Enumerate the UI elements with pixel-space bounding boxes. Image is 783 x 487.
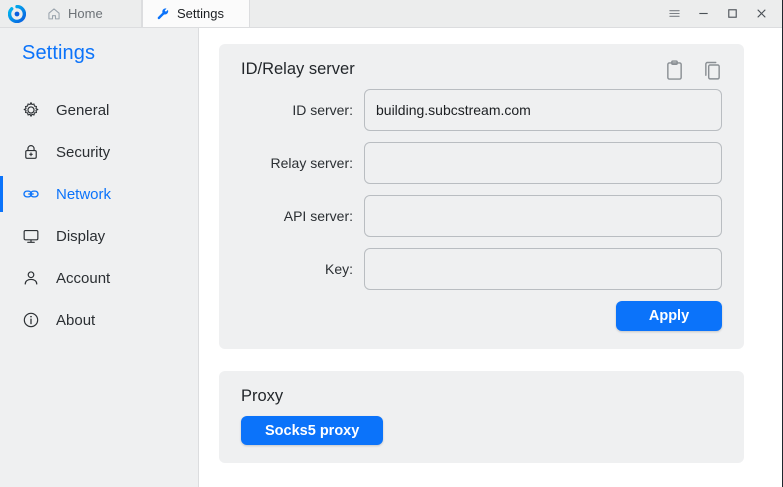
settings-sidebar: Settings General	[0, 28, 199, 487]
sidebar-item-label: Display	[56, 227, 106, 245]
info-icon	[21, 311, 40, 330]
menu-button[interactable]	[660, 1, 689, 27]
sidebar-title: Settings	[22, 42, 96, 64]
sidebar-item-about[interactable]: About	[0, 299, 198, 341]
apply-button[interactable]: Apply	[616, 301, 722, 331]
window-body: Settings General	[0, 28, 782, 487]
relay-server-input[interactable]	[364, 142, 722, 184]
maximize-button[interactable]	[718, 1, 747, 27]
sidebar-item-network[interactable]: Network	[0, 173, 198, 215]
socks5-proxy-button[interactable]: Socks5 proxy	[241, 416, 384, 445]
field-row-api-server: API server:	[241, 195, 722, 237]
api-server-input[interactable]	[364, 195, 722, 237]
monitor-icon	[21, 227, 40, 246]
field-row-key: Key:	[241, 248, 722, 290]
sidebar-item-general[interactable]: General	[0, 89, 198, 131]
tab-settings[interactable]: Settings	[142, 0, 250, 27]
sidebar-item-label: Network	[56, 185, 112, 203]
sidebar-item-label: Account	[56, 269, 111, 287]
tab-bar-spacer	[250, 0, 660, 27]
minimize-icon	[699, 12, 708, 15]
person-icon	[21, 269, 40, 288]
key-input[interactable]	[364, 248, 722, 290]
app-logo	[0, 0, 34, 27]
clipboard-icon	[666, 59, 682, 80]
field-label: ID server:	[292, 102, 353, 118]
lock-icon	[21, 143, 40, 162]
close-button[interactable]	[747, 1, 776, 27]
card-action-buttons	[662, 58, 724, 82]
apply-button-row: Apply	[241, 301, 722, 331]
field-row-relay-server: Relay server:	[241, 142, 722, 184]
settings-content-panel: ID/Relay server	[199, 28, 782, 487]
tab-home[interactable]: Home	[34, 0, 142, 27]
sidebar-nav-list: General Security	[0, 89, 198, 341]
tab-home-label: Home	[68, 6, 103, 21]
tab-settings-label: Settings	[177, 6, 224, 21]
sidebar-item-security[interactable]: Security	[0, 131, 198, 173]
sidebar-item-label: General	[56, 101, 110, 119]
copy-button[interactable]	[700, 58, 724, 82]
field-label: Relay server:	[270, 155, 353, 171]
app-logo-circular-icon	[8, 4, 26, 23]
wrench-icon	[156, 7, 170, 21]
maximize-icon	[728, 9, 737, 18]
field-row-id-server: ID server:	[241, 89, 722, 131]
sidebar-item-display[interactable]: Display	[0, 215, 198, 257]
field-label: API server:	[283, 208, 353, 224]
minimize-button[interactable]	[689, 1, 718, 27]
id-server-input[interactable]	[364, 89, 722, 131]
copy-icon	[704, 61, 720, 80]
home-icon	[47, 7, 61, 21]
window-controls	[660, 0, 782, 27]
card-title: ID/Relay server	[241, 60, 355, 78]
window-tab-bar: Home Settings	[0, 0, 782, 28]
id-relay-server-card: ID/Relay server	[219, 44, 744, 349]
close-icon	[757, 9, 766, 18]
sidebar-item-label: About	[56, 311, 96, 329]
sidebar-item-account[interactable]: Account	[0, 257, 198, 299]
sidebar-item-label: Security	[56, 143, 111, 161]
link-icon	[21, 185, 40, 204]
card-title: Proxy	[241, 387, 284, 405]
hamburger-icon	[669, 10, 680, 17]
paste-button[interactable]	[662, 58, 686, 82]
gear-icon	[21, 101, 40, 120]
field-label: Key:	[324, 261, 353, 277]
proxy-card: Proxy Socks5 proxy	[219, 371, 744, 463]
